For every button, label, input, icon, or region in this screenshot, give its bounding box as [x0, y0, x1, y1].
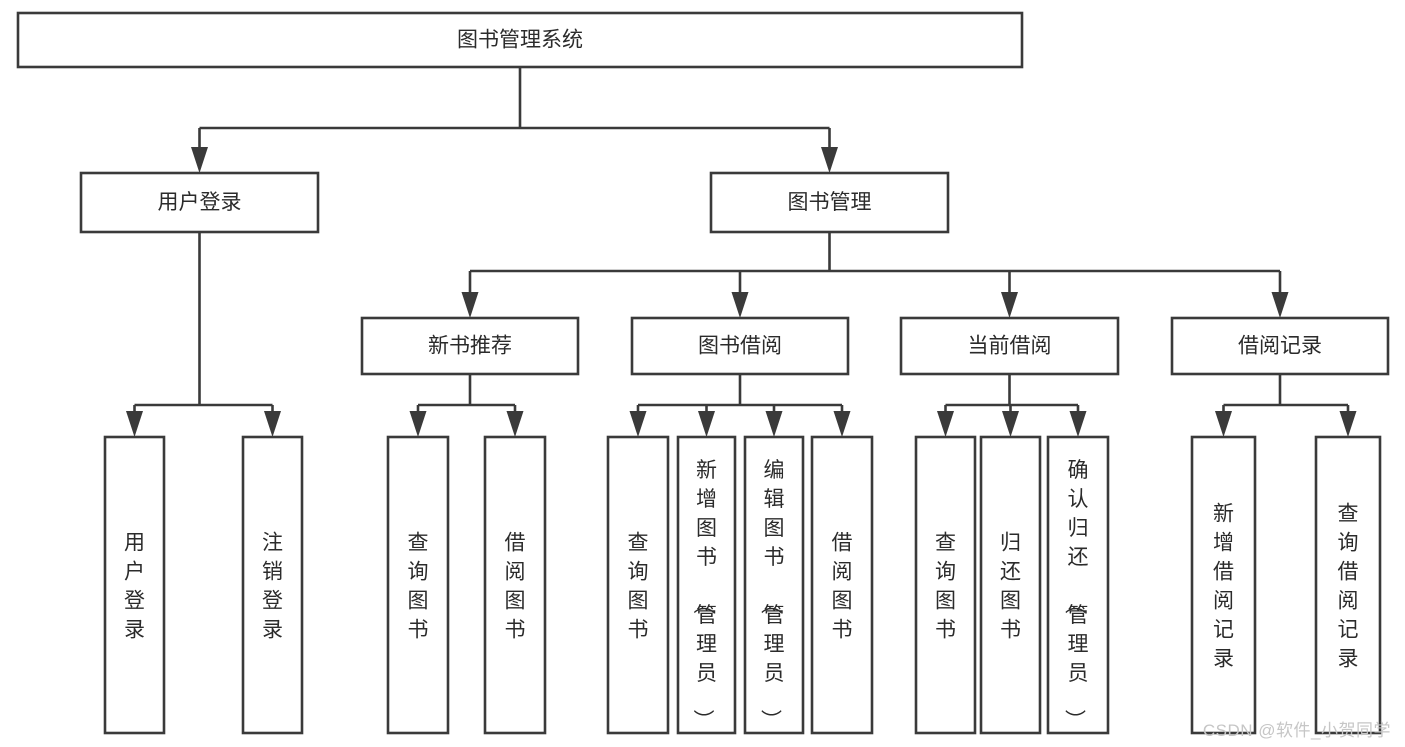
node-current[interactable]: 当前借阅 [899, 316, 1120, 376]
arrow-head [765, 411, 783, 437]
node-box-leaf-add-record[interactable] [1190, 435, 1257, 735]
node-bookmgmt[interactable]: 图书管理 [709, 171, 950, 234]
node-label-leaf-borrow-book-new: 借阅图书 [505, 532, 526, 642]
node-newbook[interactable]: 新书推荐 [360, 316, 580, 376]
node-box-leaf-return-book[interactable] [979, 435, 1042, 735]
node-label-login: 用户登录 [158, 191, 242, 214]
node-box-leaf-query-book-borrow[interactable] [606, 435, 670, 735]
connector-root [191, 67, 838, 173]
arrow-head [937, 411, 954, 437]
arrow-head [461, 292, 479, 318]
arrow-head [409, 411, 427, 437]
node-box-leaf-logout[interactable] [241, 435, 304, 735]
node-leaf-return-book[interactable]: 归还图书 [979, 435, 1042, 735]
node-leaf-query-book-new[interactable]: 查询图书 [386, 435, 450, 735]
arrow-head [191, 147, 208, 173]
node-box-records[interactable] [1170, 316, 1390, 376]
node-leaf-add-record[interactable]: 新增借阅记录 [1190, 435, 1257, 735]
arrow-head [833, 411, 851, 437]
arrow-head [1002, 411, 1019, 437]
node-label-leaf-query-record: 查询借阅记录 [1338, 503, 1359, 671]
node-leaf-query-record[interactable]: 查询借阅记录 [1314, 435, 1382, 735]
connector-current [937, 374, 1087, 437]
arrow-head [126, 411, 143, 437]
node-box-leaf-user-login[interactable] [103, 435, 166, 735]
node-label-leaf-add-record: 新增借阅记录 [1213, 503, 1234, 671]
node-label-leaf-query-book-new: 查询图书 [408, 532, 429, 642]
node-leaf-confirm-return[interactable]: 确认归还（管理员） [1046, 435, 1110, 735]
arrow-head [1339, 411, 1357, 437]
arrow-head [731, 292, 749, 318]
arrow-head [1215, 411, 1232, 437]
node-label-leaf-confirm-return: 确认归还（管理员） [1063, 459, 1089, 730]
arrow-head [506, 411, 524, 437]
node-box-login[interactable] [79, 171, 320, 234]
connector-login [126, 232, 281, 437]
node-box-leaf-edit-book[interactable] [743, 435, 805, 735]
node-label-leaf-edit-book: 编辑图书（管理员） [759, 459, 785, 730]
connector-borrow [629, 374, 851, 437]
connector-newbook [409, 374, 524, 437]
node-label-newbook: 新书推荐 [428, 335, 512, 358]
node-label-leaf-borrow-book: 借阅图书 [832, 532, 853, 642]
node-box-current[interactable] [899, 316, 1120, 376]
arrow-head [629, 411, 647, 437]
node-label-records: 借阅记录 [1238, 335, 1322, 358]
node-login[interactable]: 用户登录 [79, 171, 320, 234]
node-borrow[interactable]: 图书借阅 [630, 316, 850, 376]
node-label-root: 图书管理系统 [457, 29, 583, 52]
node-box-root[interactable] [16, 11, 1024, 69]
node-label-leaf-add-book: 新增图书（管理员） [691, 459, 717, 730]
arrow-head [1001, 292, 1018, 318]
arrow-head [1069, 411, 1087, 437]
node-box-leaf-confirm-return[interactable] [1046, 435, 1110, 735]
node-leaf-borrow-book-new[interactable]: 借阅图书 [483, 435, 547, 735]
node-box-leaf-query-book-new[interactable] [386, 435, 450, 735]
node-label-borrow: 图书借阅 [698, 335, 782, 358]
node-box-leaf-add-book[interactable] [676, 435, 737, 735]
node-leaf-edit-book[interactable]: 编辑图书（管理员） [743, 435, 805, 735]
node-box-leaf-query-record[interactable] [1314, 435, 1382, 735]
node-box-newbook[interactable] [360, 316, 580, 376]
connector-bookmgmt [461, 232, 1289, 318]
node-leaf-user-login[interactable]: 用户登录 [103, 435, 166, 735]
node-label-leaf-query-book-current: 查询图书 [935, 532, 956, 642]
connector-records [1215, 374, 1357, 437]
node-leaf-borrow-book[interactable]: 借阅图书 [810, 435, 874, 735]
node-records[interactable]: 借阅记录 [1170, 316, 1390, 376]
node-leaf-query-book-borrow[interactable]: 查询图书 [606, 435, 670, 735]
node-label-current: 当前借阅 [968, 335, 1052, 358]
node-leaf-query-book-current[interactable]: 查询图书 [914, 435, 977, 735]
node-root[interactable]: 图书管理系统 [16, 11, 1024, 69]
arrow-head [264, 411, 281, 437]
arrow-head [821, 147, 838, 173]
node-box-borrow[interactable] [630, 316, 850, 376]
node-box-bookmgmt[interactable] [709, 171, 950, 234]
node-label-bookmgmt: 图书管理 [788, 191, 872, 214]
node-box-leaf-borrow-book[interactable] [810, 435, 874, 735]
connector-layer [126, 67, 1357, 437]
node-label-leaf-logout: 注销登录 [262, 532, 283, 642]
node-label-leaf-query-book-borrow: 查询图书 [628, 532, 649, 642]
node-leaf-add-book[interactable]: 新增图书（管理员） [676, 435, 737, 735]
arrow-head [698, 411, 715, 437]
node-leaf-logout[interactable]: 注销登录 [241, 435, 304, 735]
node-box-leaf-query-book-current[interactable] [914, 435, 977, 735]
arrow-head [1271, 292, 1289, 318]
node-box-leaf-borrow-book-new[interactable] [483, 435, 547, 735]
node-label-leaf-user-login: 用户登录 [124, 532, 145, 642]
node-layer: 图书管理系统用户登录图书管理新书推荐图书借阅当前借阅借阅记录用户登录注销登录查询… [16, 11, 1390, 735]
node-label-leaf-return-book: 归还图书 [1000, 532, 1021, 642]
